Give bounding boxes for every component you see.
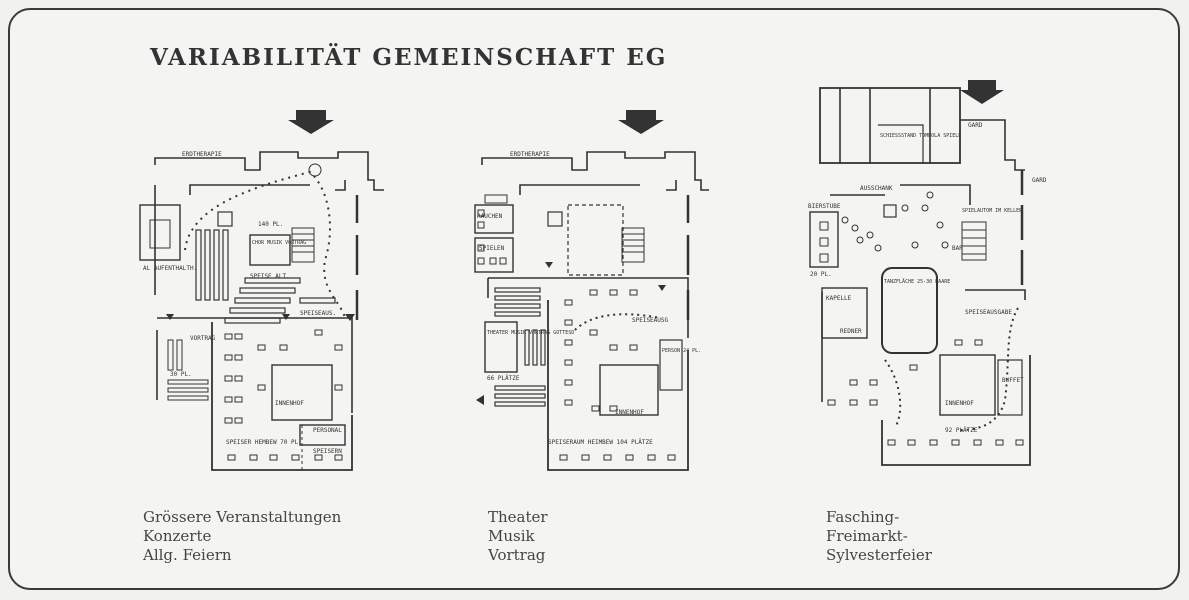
plan2-label-person: PERSON 24 PL. xyxy=(662,348,701,354)
plan3-label-tanz: TANZFLÄCHE 25-30 PAARE xyxy=(884,278,950,285)
plan2-label-innenhof: INNENHOF xyxy=(615,409,644,416)
plan1-label-vortrag: VORTRAG xyxy=(190,335,216,342)
plan-2-labels: ERDTHERAPIE RAUCHEN SPIELEN SPEISEAUSG T… xyxy=(477,151,701,446)
plan3-label-redner: REDNER xyxy=(840,328,862,335)
plan2-label-platze: 66 PLÄTZE xyxy=(487,375,520,382)
entrance-arrow-icon xyxy=(288,110,334,134)
plan3-label-spielautom: SPIELAUTOM IM KELLER xyxy=(962,208,1023,214)
plan3-label-bar: BAR xyxy=(952,245,963,252)
plan3-label-kapelle: KAPELLE xyxy=(826,295,852,302)
plan1-label-personal: PERSONAL xyxy=(313,427,342,434)
plan-1 xyxy=(139,110,384,471)
plan3-label-gard: GARD xyxy=(968,122,983,129)
caption-plan-2: Theater Musik Vortrag xyxy=(488,508,548,565)
sheet-title: VARIABILITÄT GEMEINSCHAFT EG xyxy=(150,44,668,71)
plan-3 xyxy=(809,80,1031,466)
plan1-label-aufenthalt: AL AUFENTHALTH. xyxy=(143,265,197,272)
drawing-sheet xyxy=(8,8,1180,590)
caption-line: Freimarkt- xyxy=(826,527,908,545)
plan3-label-bierstube: BIERSTUBE xyxy=(808,203,841,210)
caption-line: Fasching- xyxy=(826,508,900,526)
plan2-label-speiseraum: SPEISERAUM HEIMBEW 104 PLÄTZE xyxy=(548,439,653,446)
caption-line: Sylvesterfeier xyxy=(826,546,932,564)
plan-2 xyxy=(474,110,709,471)
plan-3-labels: SCHIESSSTAND TOMBOLA SPIELE GARD GARD AU… xyxy=(808,122,1047,434)
plan1-label-stage: CHOR MUSIK VORTRAG xyxy=(252,240,306,246)
plan1-label-speise: SPEISE ALT. xyxy=(250,273,290,280)
plan1-label-speisern: SPEISERN xyxy=(313,448,342,455)
plan3-label-pl20: 20 PL. xyxy=(810,271,832,278)
plan2-label-rauchen: RAUCHEN xyxy=(477,213,503,220)
caption-plan-1: Grössere Veranstaltungen Konzerte Allg. … xyxy=(143,508,341,565)
plan3-label-platze: 92 PLÄTZE xyxy=(945,427,978,434)
plan1-label-innenhof: INNENHOF xyxy=(275,400,304,407)
plan2-label-entrance: ERDTHERAPIE xyxy=(510,151,550,158)
caption-line: Theater xyxy=(488,508,548,526)
plan-1-labels: ERDTHERAPIE 140 PL. CHOR MUSIK VORTRAG S… xyxy=(143,151,342,455)
entrance-arrow-icon xyxy=(618,110,664,134)
caption-line: Vortrag xyxy=(488,546,546,564)
plan2-label-spielen: SPIELEN xyxy=(479,245,505,252)
caption-line: Konzerte xyxy=(143,527,212,545)
entrance-arrow-icon xyxy=(960,80,1004,104)
plan3-label-gard2: GARD xyxy=(1032,177,1047,184)
caption-line: Grössere Veranstaltungen xyxy=(143,508,342,526)
plan1-label-speiseaus: SPEISEAUS. xyxy=(300,310,336,317)
plan3-label-buffet: BUFFET xyxy=(1002,377,1024,384)
caption-plan-3: Fasching- Freimarkt- Sylvesterfeier xyxy=(826,508,932,565)
plan2-label-theater: THEATER MUSIK VORTRAG GOTTESD xyxy=(487,330,574,336)
plan3-label-ausschank: AUSSCHANK xyxy=(860,185,893,192)
plan1-label-entrance: ERDTHERAPIE xyxy=(182,151,222,158)
caption-line: Allg. Feiern xyxy=(143,546,232,564)
plan3-label-schiess: SCHIESSSTAND TOMBOLA SPIELE xyxy=(880,133,961,139)
caption-line: Musik xyxy=(488,527,535,545)
plan1-label-seats: 140 PL. xyxy=(258,221,283,228)
plan1-label-pl: 30 PL. xyxy=(170,371,192,378)
plan3-label-innenhof: INNENHOF xyxy=(945,400,974,407)
plan2-label-speiseaus: SPEISEAUSG xyxy=(632,317,669,324)
plan3-label-speiseausgabe: SPEISEAUSGABE xyxy=(965,309,1012,316)
plan1-label-speiseraum: SPEISER HEMBEW 70 PL. xyxy=(226,439,302,446)
